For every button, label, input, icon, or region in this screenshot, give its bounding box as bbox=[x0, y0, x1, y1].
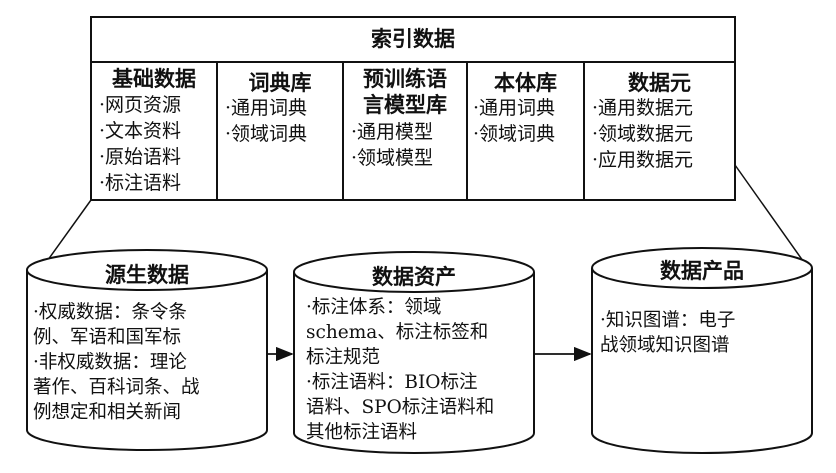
cylinder-line: 例、军语和国军标 bbox=[33, 327, 182, 348]
col-item: ·通用数据元 bbox=[592, 97, 694, 119]
cylinder-line: ·非权威数据：理论 bbox=[33, 352, 187, 373]
col-title-data-element: 数据元 bbox=[628, 70, 691, 95]
cylinder-line: 例想定和相关新闻 bbox=[33, 402, 182, 423]
cylinder-data-products bbox=[591, 247, 813, 454]
col-item: ·领域词典 bbox=[473, 123, 556, 145]
col-item: ·文本资料 bbox=[99, 120, 182, 142]
col-item: ·通用词典 bbox=[225, 97, 308, 119]
cylinder-line: 著作、百科词条、战 bbox=[33, 377, 200, 398]
cylinder-line: schema、标注标签和 bbox=[306, 322, 489, 343]
col-title-ontology: 本体库 bbox=[494, 70, 557, 95]
cylinder-source-data bbox=[26, 249, 268, 451]
col-item: ·原始语料 bbox=[99, 146, 182, 168]
index-table-border bbox=[90, 16, 736, 201]
index-title: 索引数据 bbox=[371, 26, 455, 51]
col-title-dictionary: 词典库 bbox=[248, 70, 312, 95]
cylinder-body-data-products: ·知识图谱：电子 战领域知识图谱 bbox=[600, 308, 735, 358]
cylinder-line: 标注规范 bbox=[306, 347, 381, 368]
cylinder-line: ·标注体系：领域 bbox=[306, 297, 442, 318]
col-item: ·网页资源 bbox=[99, 94, 182, 116]
col-item: ·通用词典 bbox=[473, 97, 556, 119]
cylinder-line: 战领域知识图谱 bbox=[600, 335, 730, 356]
cylinder-line: ·标注语料：BIO标注 bbox=[306, 372, 478, 393]
col-item: ·应用数据元 bbox=[592, 149, 694, 171]
cylinder-line: 语料、SPO标注语料和 bbox=[306, 397, 495, 418]
col-item: ·领域模型 bbox=[351, 147, 434, 169]
col-title-pretrained-model-line2: 言模型库 bbox=[363, 92, 447, 117]
cylinder-body-source-data: ·权威数据：条令条 例、军语和国军标 ·非权威数据：理论 著作、百科词条、战 例… bbox=[33, 300, 200, 425]
cylinder-line: ·知识图谱：电子 bbox=[600, 310, 736, 331]
col-item: ·标注语料 bbox=[99, 172, 182, 194]
cylinder-body-data-assets: ·标注体系：领域 schema、标注标签和 标注规范 ·标注语料：BIO标注 语… bbox=[306, 295, 494, 445]
cylinder-line: ·权威数据：条令条 bbox=[33, 302, 187, 323]
col-title-pretrained-model-line1: 预训练语 bbox=[363, 66, 447, 91]
col-item: ·领域词典 bbox=[225, 123, 308, 145]
col-item: ·通用模型 bbox=[351, 121, 434, 143]
cylinder-title-source-data: 源生数据 bbox=[105, 262, 189, 287]
connector-right bbox=[734, 164, 809, 269]
col-item: ·领域数据元 bbox=[592, 123, 694, 145]
cylinder-title-data-products: 数据产品 bbox=[660, 258, 744, 283]
cylinder-line: 其他标注语料 bbox=[306, 422, 418, 443]
cylinder-title-data-assets: 数据资产 bbox=[372, 264, 456, 289]
col-title-basic-data: 基础数据 bbox=[112, 66, 196, 91]
cylinder-data-assets bbox=[293, 251, 535, 454]
